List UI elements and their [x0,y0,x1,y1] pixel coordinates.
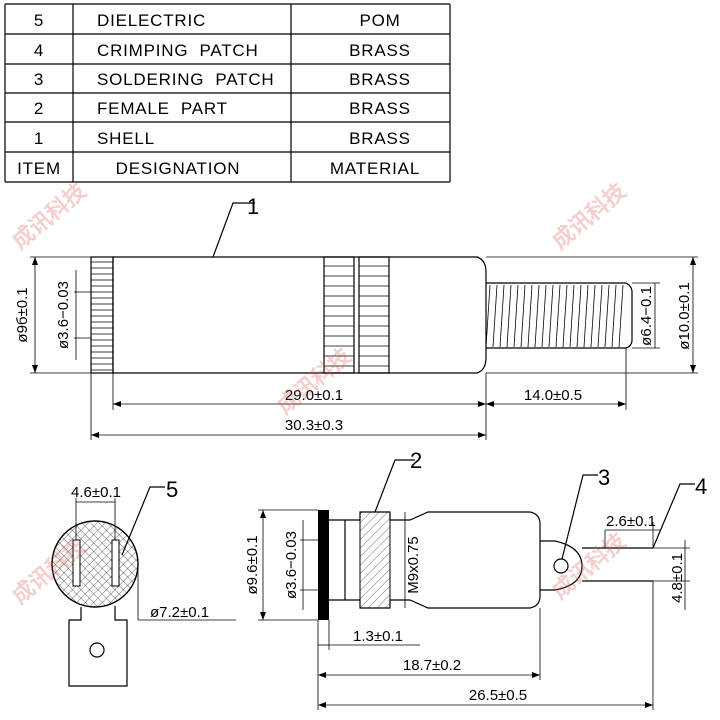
parts-table: 5 DIELECTRIC POM 4 CRIMPING PATCH BRASS … [4,3,451,183]
dim-sec-total-length: 26.5±0.5 [469,687,527,704]
arrowheads [32,257,696,708]
dim-top-cable-length: 14.0±0.5 [524,387,582,404]
dim-sec-lug-width: 2.6±0.1 [606,513,656,530]
dim-top-outer-dia: ø9б±0.1 [14,287,31,342]
callout-4: 4 [695,474,707,499]
table-row-2-item: 2 [34,99,44,118]
dim-end-slot: 4.6±0.1 [71,484,121,501]
dim-top-total-length: 30.3±0.3 [285,417,343,434]
table-row-3-item: 3 [34,70,44,89]
section-view: 2 3 4 ø9.6±0.1 ø3.6−0.03 M9x0.75 2.6±0.1… [244,448,707,710]
dim-top-right-dia: ø10.0±0.1 [676,282,693,349]
knurl-left [91,261,113,371]
callout-2: 2 [410,448,422,473]
dim-sec-flange-length: 1.3±0.1 [353,628,403,645]
table-row-1-material: BRASS [349,129,411,148]
table-row-2-designation: FEMALE PART [97,99,228,118]
svg-text:成讯科技: 成讯科技 [548,178,632,254]
svg-text:成讯科技: 成讯科技 [273,343,357,419]
spring-coils [485,284,624,348]
table-header-designation: DESIGNATION [116,159,241,178]
dim-top-cable-dia: ø6.4−0.1 [638,286,655,346]
dim-sec-thread: M9x0.75 [405,536,422,594]
table-header-material: MATERIAL [330,159,420,178]
table-row-1-designation: SHELL [97,129,155,148]
callout-5: 5 [166,477,178,502]
svg-text:成讯科技: 成讯科技 [8,178,92,254]
table-row-4-designation: CRIMPING PATCH [97,41,259,60]
table-row-1-item: 1 [34,129,44,148]
table-header-item: ITEM [17,159,61,178]
table-row-5-designation: DIELECTRIC [97,11,206,30]
dim-sec-inner-dia: ø3.6−0.03 [283,531,300,599]
callout-3: 3 [598,465,610,490]
knurl-rings [324,265,389,367]
table-row-4-item: 4 [34,41,44,60]
callout-1: 1 [247,194,259,219]
end-view: 4.6±0.1 5 ø7.2±0.1 [51,477,236,687]
table-row-3-material: BRASS [349,70,411,89]
dim-sec-mid-length: 18.7±0.2 [403,657,461,674]
top-side-view: 1 ø9б±0.1 ø3.6−0.03 ø6.4−0.1 ø10.0±0.1 2… [14,194,698,440]
table-row-2-material: BRASS [349,99,411,118]
svg-text:成讯科技: 成讯科技 [548,528,632,604]
table-row-5-material: POM [359,11,400,30]
table-row-5-item: 5 [34,11,44,30]
dim-sec-outer-dia: ø9.6±0.1 [244,535,261,594]
dim-top-body-length: 29.0±0.1 [285,387,343,404]
dim-end-dia: ø7.2±0.1 [150,604,209,621]
table-row-4-material: BRASS [349,41,411,60]
dim-top-inner-dia: ø3.6−0.03 [55,281,72,349]
table-row-3-designation: SOLDERING PATCH [97,70,274,89]
dim-sec-lug-height: 4.8±0.1 [669,553,686,603]
